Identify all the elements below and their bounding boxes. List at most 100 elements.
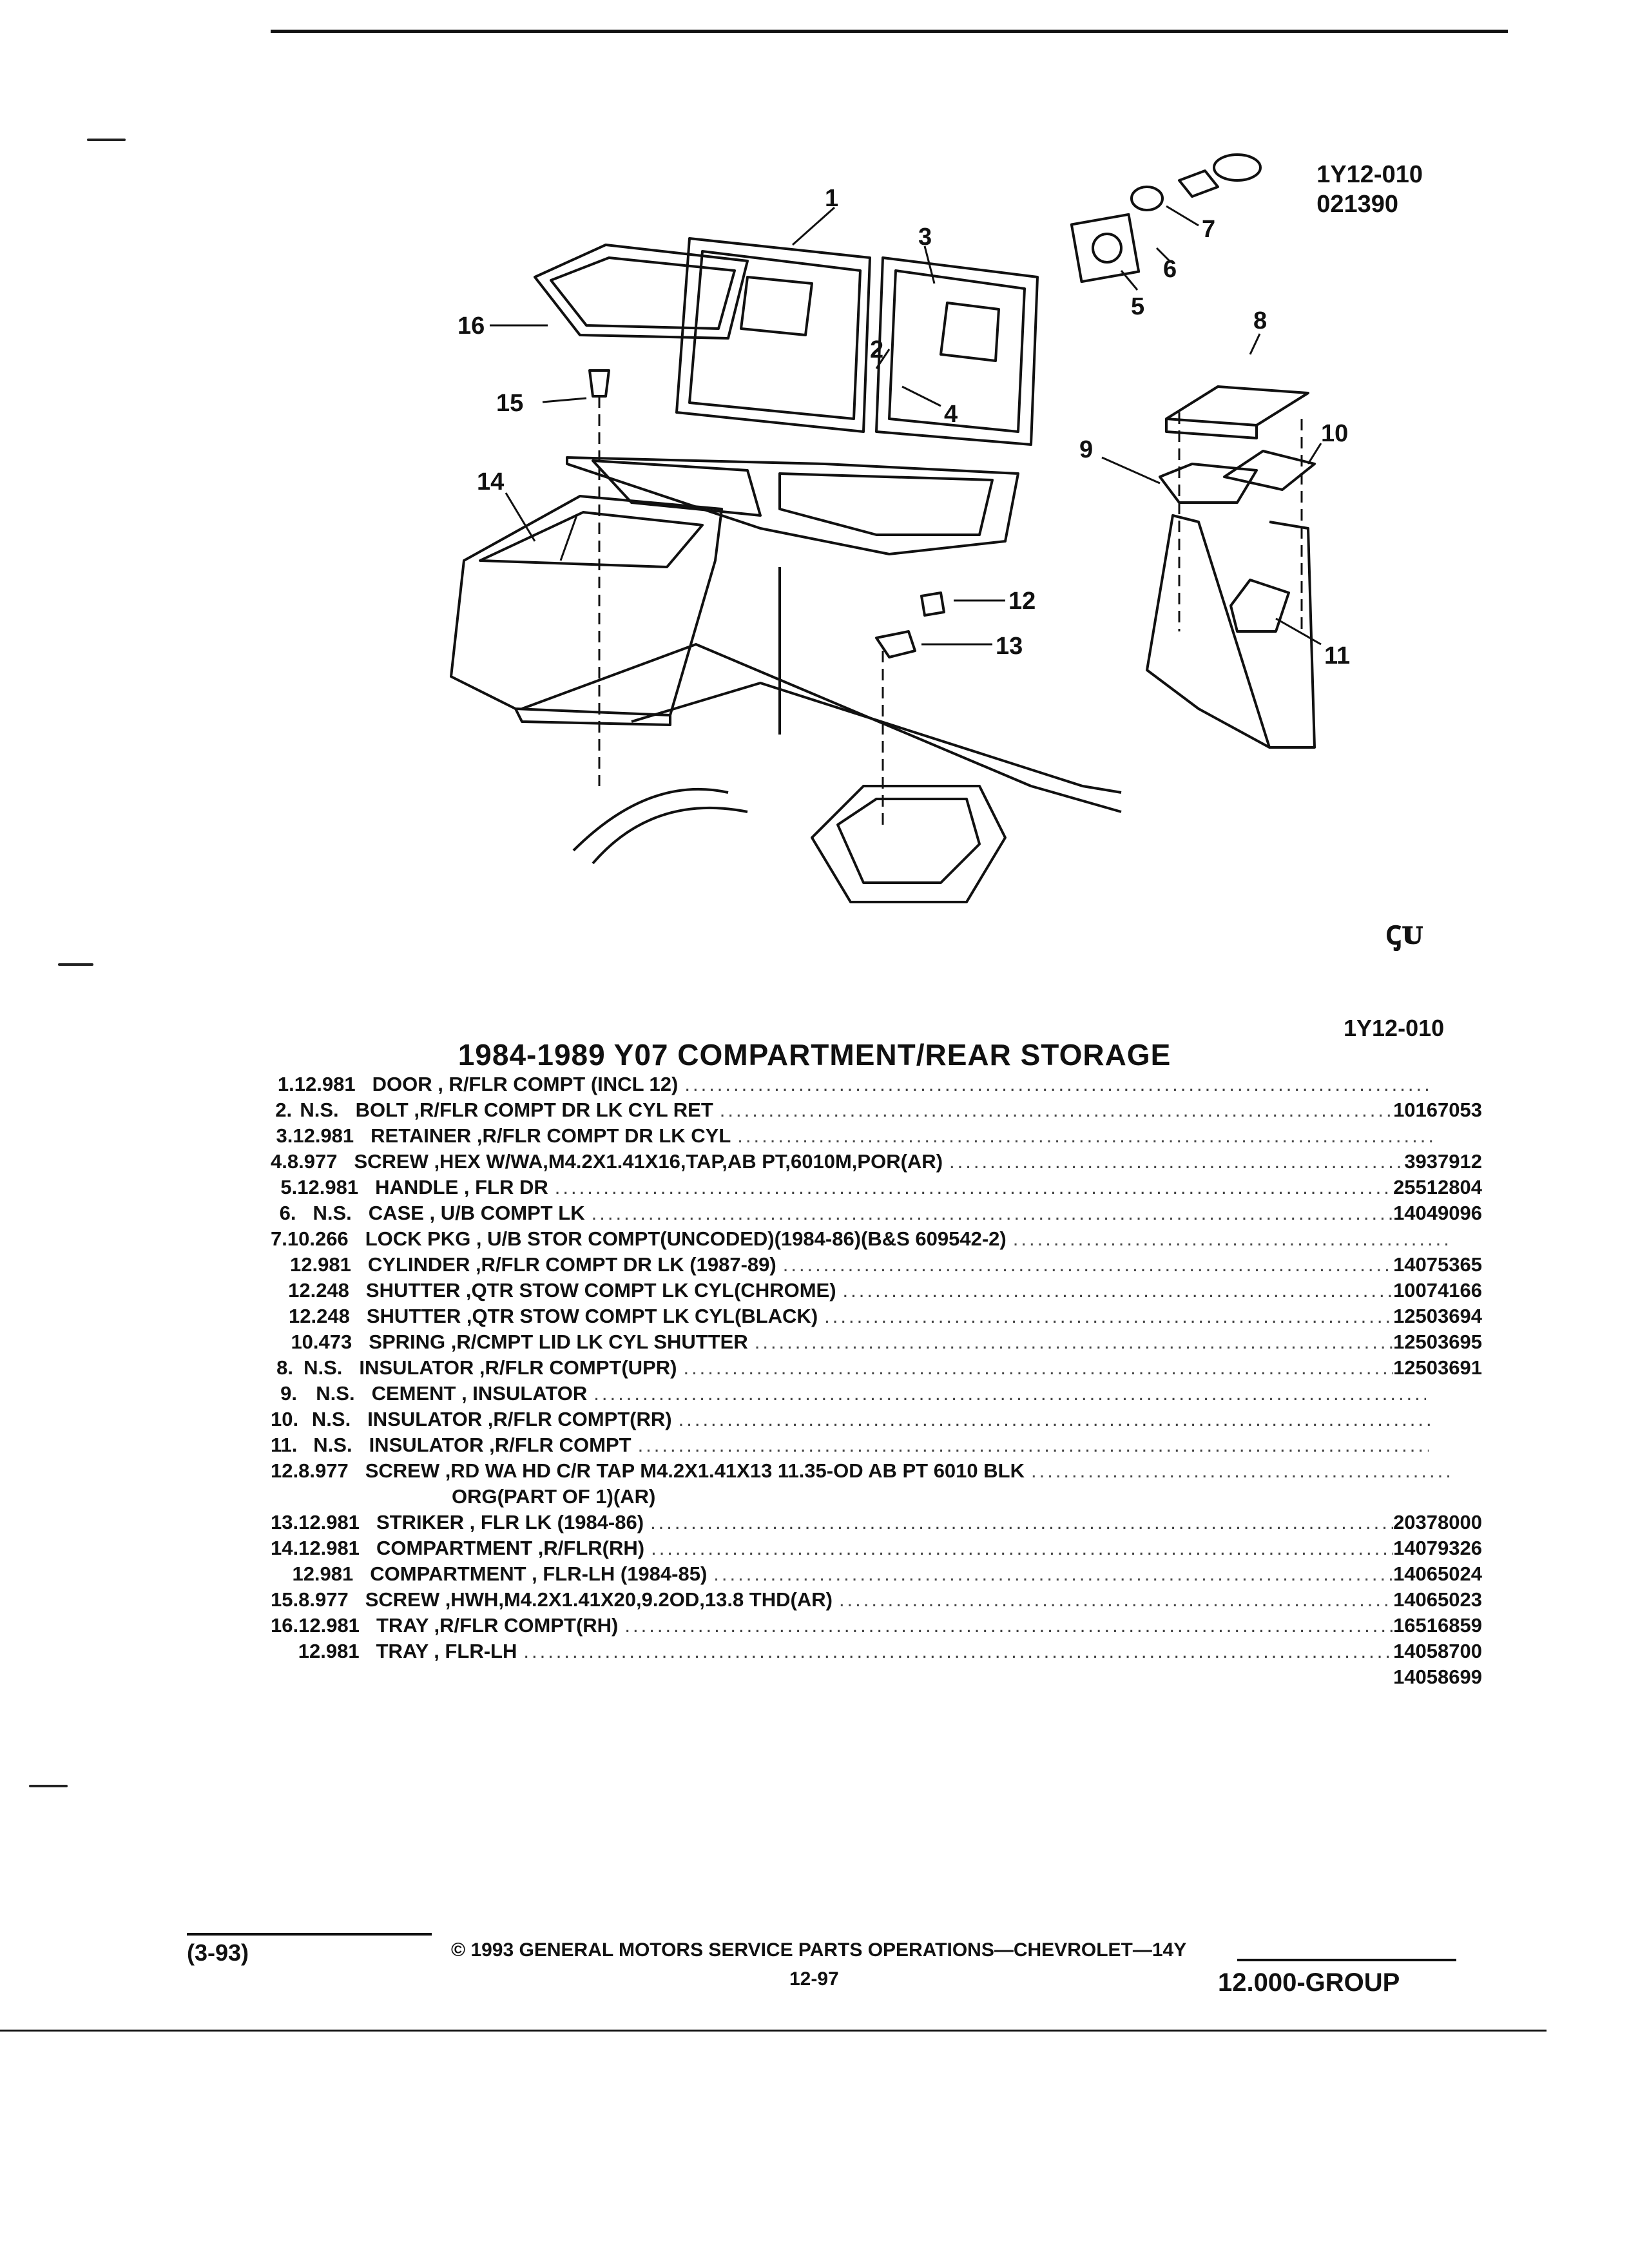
leader-dots: ........................................… [637, 1434, 1429, 1456]
callout-9: 9 [1079, 436, 1093, 463]
part-ref: 6. [279, 1202, 296, 1224]
part-ref: 13. [271, 1511, 299, 1533]
part-description: SCREW ,HEX W/WA,M4.2X1.41X16,TAP,AB PT,6… [354, 1150, 943, 1173]
screw-15 [588, 369, 610, 786]
part-group: 12.981 [298, 1614, 360, 1637]
part-number: 14058699 [1393, 1666, 1482, 1688]
part-group: N.S. [300, 1099, 339, 1121]
part-group: 12.981 [298, 1640, 360, 1662]
part-group: 12.981 [292, 1562, 354, 1585]
part-description: INSULATOR ,R/FLR COMPT [369, 1434, 631, 1456]
footer-page-number: 12-97 [789, 1968, 839, 1990]
figure-code: 1Y12-010 [1316, 161, 1423, 188]
part-description: RETAINER ,R/FLR COMPT DR LK CYL [371, 1124, 731, 1147]
part-number: 12503694 [1393, 1305, 1482, 1327]
part-group: 8.977 [287, 1150, 338, 1173]
margin-mark-2 [58, 963, 93, 966]
part-number: 20378000 [1393, 1511, 1482, 1533]
part-ref: 3. [276, 1124, 293, 1147]
footer-copyright: © 1993 GENERAL MOTORS SERVICE PARTS OPER… [451, 1939, 1187, 1961]
part-group: 12.981 [297, 1176, 359, 1198]
part-ref: 4. [271, 1150, 287, 1173]
parts-row: 2.N.S.BOLT ,R/FLR COMPT DR LK CYL RET...… [271, 1099, 1482, 1124]
compartment-14 [450, 495, 723, 726]
top-rule [271, 30, 1508, 33]
leader-dots: ........................................… [624, 1614, 1394, 1637]
part-ref: 12. [271, 1459, 299, 1482]
part-number: 14079326 [1393, 1537, 1482, 1559]
part-ref: 1. [277, 1073, 294, 1095]
part-description: COMPARTMENT , FLR-LH (1984-85) [370, 1562, 708, 1585]
tray-16 [534, 244, 749, 340]
footer-date: (3-93) [187, 1939, 249, 1966]
parts-row: 6.N.S.CASE , U/B COMPT LK...............… [271, 1202, 1482, 1227]
bottom-rule [0, 2030, 1547, 2032]
door-panels [675, 237, 1039, 446]
leader-dots: ........................................… [554, 1176, 1393, 1198]
part-description: SHUTTER ,QTR STOW COMPT LK CYL(BLACK) [366, 1305, 818, 1327]
margin-mark-1 [87, 139, 126, 141]
parts-row: 10.N.S.INSULATOR ,R/FLR COMPT(RR).......… [271, 1408, 1482, 1434]
figure-header: 1Y12-010 021390 [1316, 160, 1423, 219]
callout-15: 15 [496, 390, 523, 417]
part-group: N.S. [313, 1434, 352, 1456]
leader-dots: ........................................… [949, 1150, 1405, 1173]
part-number: 3937912 [1404, 1150, 1482, 1173]
part-ref: 14. [271, 1537, 299, 1559]
parts-row: 8.N.S.INSULATOR ,R/FLR COMPT(UPR).......… [271, 1356, 1482, 1382]
leader-lines [490, 205, 1322, 646]
lock-assembly [1070, 153, 1262, 284]
part-description: DOOR , R/FLR COMPT (INCL 12) [372, 1073, 679, 1095]
floor-lid [566, 456, 1019, 555]
part-ref: 7. [271, 1227, 287, 1250]
striker-13-screw-12 [875, 591, 945, 825]
leader-dots: ........................................… [1030, 1459, 1454, 1482]
part-ref: 11. [271, 1434, 298, 1456]
footer-rule-left [187, 1933, 432, 1936]
part-description: SHUTTER ,QTR STOW COMPT LK CYL(CHROME) [365, 1279, 836, 1302]
part-number: 14058700 [1393, 1640, 1482, 1662]
part-number: 12503695 [1393, 1331, 1482, 1353]
part-description: SPRING ,R/CMPT LID LK CYL SHUTTER [369, 1331, 748, 1353]
leader-dots: ........................................… [838, 1588, 1393, 1611]
figure-code-repeat: 1Y12-010 [1344, 1015, 1445, 1041]
callout-10: 10 [1321, 420, 1348, 447]
part-ref: 9. [280, 1382, 297, 1405]
callout-2: 2 [870, 336, 883, 363]
part-group: 12.248 [288, 1279, 349, 1302]
part-number: 14075365 [1393, 1253, 1482, 1276]
part-ref: 5. [280, 1176, 298, 1198]
callout-3: 3 [918, 224, 932, 251]
callout-8: 8 [1253, 307, 1267, 334]
part-number: 12503691 [1393, 1356, 1482, 1379]
part-description: STRIKER , FLR LK (1984-86) [376, 1511, 644, 1533]
part-group: 12.981 [290, 1253, 351, 1276]
callout-11: 11 [1324, 642, 1350, 669]
leader-dots: ........................................… [782, 1253, 1393, 1276]
leader-dots: ........................................… [683, 1356, 1393, 1379]
parts-row: 16.12.981 TRAY ,R/FLR COMPT(RH)..........… [271, 1614, 1482, 1640]
part-number: 10074166 [1393, 1279, 1482, 1302]
parts-row: 11. N.S. INSULATOR ,R/FLR COMPT...........… [271, 1434, 1482, 1459]
callout-13: 13 [996, 633, 1023, 660]
part-ref: 2. [275, 1099, 293, 1121]
leader-dots: ........................................… [713, 1562, 1393, 1585]
part-number: 14065023 [1393, 1588, 1482, 1611]
callout-6: 6 [1163, 256, 1177, 283]
footer-rule-right [1237, 1959, 1456, 1961]
part-group: N.S. [316, 1382, 355, 1405]
parts-row: 9.N.S.CEMENT , INSULATOR................… [271, 1382, 1482, 1408]
part-number: 25512804 [1393, 1176, 1482, 1198]
part-ref: 16. [271, 1614, 299, 1637]
part-description: TRAY ,R/FLR COMPT(RH) [376, 1614, 619, 1637]
part-group: 10.266 [287, 1227, 349, 1250]
leader-dots: ........................................… [591, 1202, 1394, 1224]
parts-row: 4.8.977 SCREW ,HEX W/WA,M4.2X1.41X16,TAP,… [271, 1150, 1482, 1176]
parts-list: 1. 12.981 DOOR , R/FLR COMPT (INCL 12)....… [271, 1073, 1482, 1691]
leader-dots: ........................................… [737, 1124, 1436, 1147]
